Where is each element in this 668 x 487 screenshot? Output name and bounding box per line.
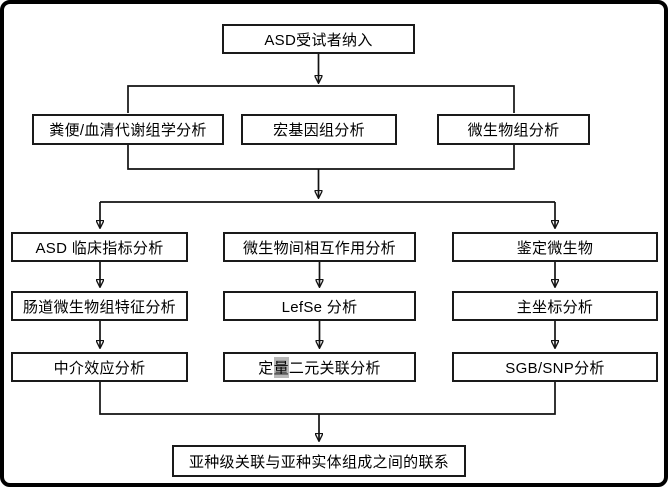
node-microbiome-analysis: 微生物组分析 (437, 114, 590, 145)
bracket-bottom (99, 381, 556, 415)
node-quantitative-binary-association: 定量二元关联分析 (223, 352, 416, 382)
label-part-pre: 定 (258, 359, 274, 377)
node-pcoa-analysis: 主坐标分析 (452, 291, 658, 321)
node-asd-enrollment: ASD受试者纳入 (222, 24, 415, 54)
node-asd-clinical-index: ASD 临床指标分析 (11, 232, 188, 262)
bracket-level2-top (127, 85, 515, 113)
node-gut-microbiome-features: 肠道微生物组特征分析 (11, 291, 188, 321)
bracket-level2-bottom (127, 145, 515, 170)
node-identify-microbes: 鉴定微生物 (452, 232, 658, 262)
node-mediation-effect: 中介效应分析 (11, 352, 188, 382)
label-part-highlighted: 量 (273, 356, 289, 378)
node-microbe-interaction: 微生物间相互作用分析 (223, 232, 416, 262)
label-part-post: 二元关联分析 (288, 359, 381, 377)
connector-lines (4, 54, 668, 487)
node-lefse-analysis: LefSe 分析 (223, 291, 416, 321)
node-sgb-snp-analysis: SGB/SNP分析 (452, 352, 658, 382)
node-subspecies-association-conclusion: 亚种级关联与亚种实体组成之间的联系 (172, 445, 466, 477)
node-metagenomics: 宏基因组分析 (241, 114, 397, 145)
node-fecal-serum-metabolomics: 粪便/血清代谢组学分析 (32, 114, 224, 145)
